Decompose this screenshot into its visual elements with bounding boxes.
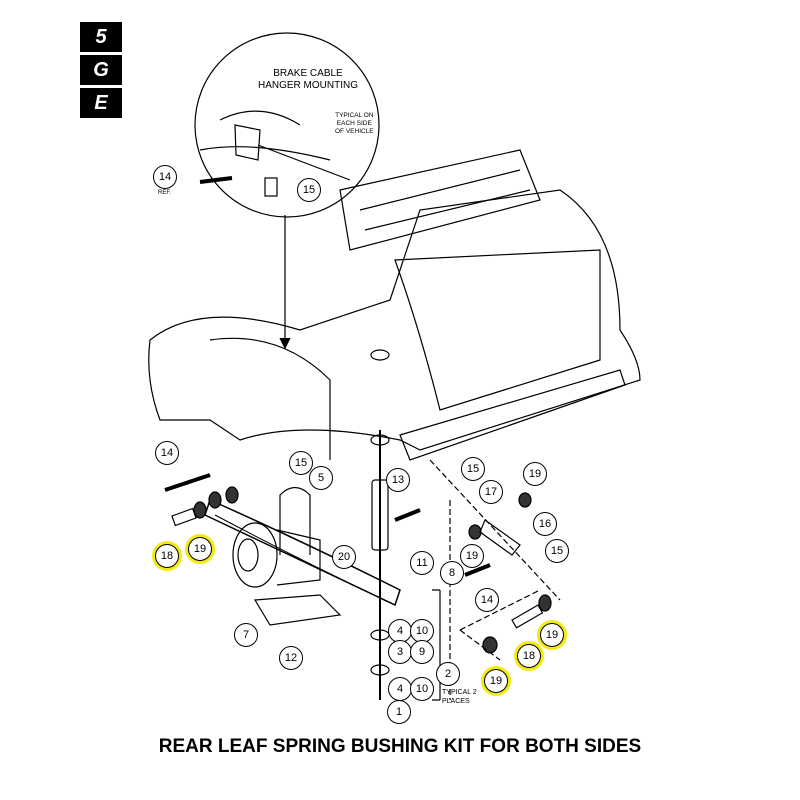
callout: 14 — [155, 441, 179, 465]
callout: 10 — [410, 677, 434, 701]
inset-title-line: BRAKE CABLE — [273, 68, 343, 79]
typical-note: TYPICAL 2 PLACES — [442, 688, 477, 706]
callout: 15 — [461, 457, 485, 481]
inset-note: TYPICAL ON EACH SIDE OF VEHICLE — [335, 112, 374, 136]
callout: 11 — [410, 551, 434, 575]
typical-note-line: TYPICAL 2 — [442, 689, 477, 696]
callout-highlighted: 18 — [517, 644, 541, 668]
callout: 16 — [533, 512, 557, 536]
section-tab-g: G — [80, 55, 122, 85]
ref-label: REF. — [158, 190, 172, 196]
callout: 5 — [309, 466, 333, 490]
callout: 17 — [479, 480, 503, 504]
inset-title: BRAKE CABLE HANGER MOUNTING — [258, 68, 358, 92]
inset-note-line: EACH SIDE — [336, 120, 372, 127]
callout: 3 — [388, 640, 412, 664]
callout-highlighted: 19 — [484, 669, 508, 693]
callout-highlighted: 19 — [188, 537, 212, 561]
callout: 2 — [436, 662, 460, 686]
inset-title-line: HANGER MOUNTING — [258, 80, 358, 91]
section-tab-5: 5 — [80, 22, 122, 52]
callout: 19 — [460, 544, 484, 568]
callout-highlighted: 19 — [540, 623, 564, 647]
callout: 14 — [475, 588, 499, 612]
callout: 15 — [297, 178, 321, 202]
callout: 4 — [388, 677, 412, 701]
callout: 12 — [279, 646, 303, 670]
callout: 9 — [410, 640, 434, 664]
inset-note-line: TYPICAL ON — [335, 112, 374, 119]
typical-note-line: PLACES — [442, 698, 470, 705]
callout: 19 — [523, 462, 547, 486]
callout: 15 — [545, 539, 569, 563]
callout-highlighted: 18 — [155, 544, 179, 568]
callout: 13 — [386, 468, 410, 492]
callout: 10 — [410, 619, 434, 643]
inset-note-line: OF VEHICLE — [335, 128, 374, 135]
inset-circle — [194, 32, 380, 218]
callout: 20 — [332, 545, 356, 569]
section-tab-e: E — [80, 88, 122, 118]
callout: 1 — [387, 700, 411, 724]
callout: 7 — [234, 623, 258, 647]
callout: 8 — [440, 561, 464, 585]
callout: 14 — [153, 165, 177, 189]
callout: 15 — [289, 451, 313, 475]
caption: REAR LEAF SPRING BUSHING KIT FOR BOTH SI… — [158, 736, 642, 757]
